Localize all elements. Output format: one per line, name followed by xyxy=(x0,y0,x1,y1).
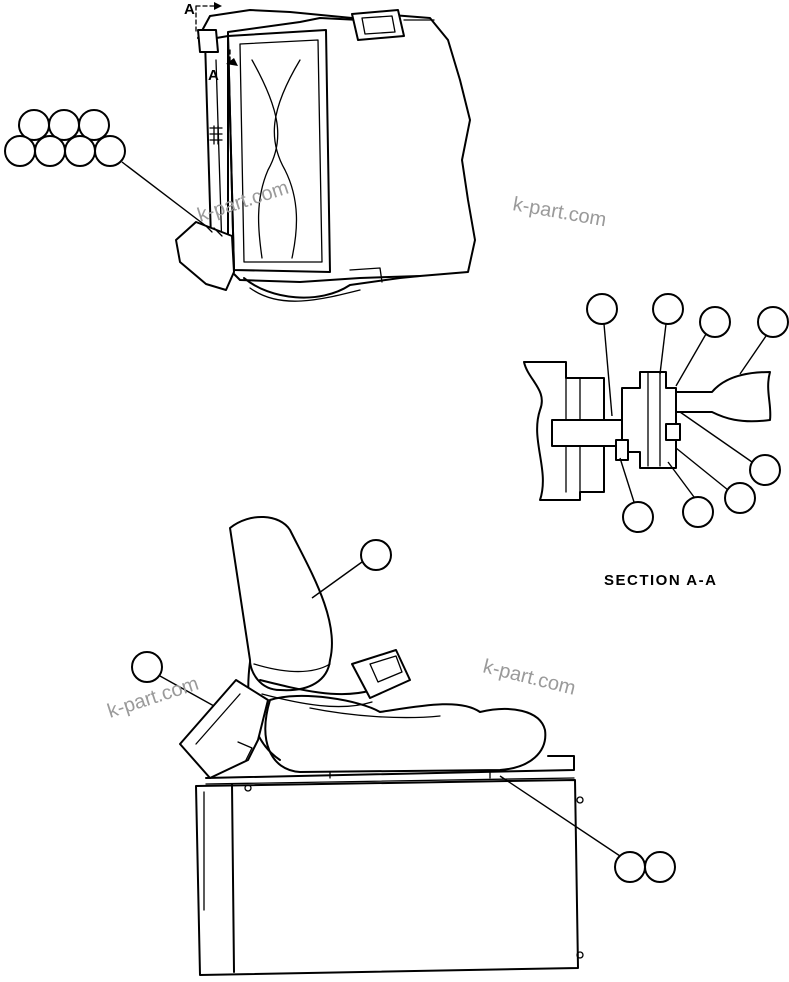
callout-circle xyxy=(94,135,126,167)
callout-circle xyxy=(724,482,756,514)
seat-backrest xyxy=(229,515,333,692)
seat-mount-plate xyxy=(205,755,575,779)
belt-retractor xyxy=(175,221,235,291)
seat-cushion xyxy=(264,694,547,773)
belt-strap-bottom xyxy=(243,275,421,299)
callout-circle xyxy=(652,293,684,325)
callout-circle xyxy=(682,496,714,528)
callout-circle xyxy=(749,454,781,486)
section-arrow-label-top: A xyxy=(184,1,195,18)
section-cut-arrows: A A xyxy=(184,1,238,84)
seat-top-view: A A xyxy=(175,1,476,302)
callout-circle xyxy=(586,293,618,325)
callout-circle xyxy=(4,135,36,167)
section-label: SECTION A-A xyxy=(604,572,717,589)
upper-mark xyxy=(209,125,223,145)
callout-circle xyxy=(34,135,66,167)
callout-cluster-top xyxy=(4,109,207,227)
callout-circle xyxy=(360,539,392,571)
belt-retractor-side xyxy=(179,679,269,779)
belt-buckle-top xyxy=(351,9,405,41)
callout-circle xyxy=(699,306,731,338)
section-frame-left xyxy=(523,361,605,501)
console-box xyxy=(195,779,579,976)
belt-buckle-side xyxy=(351,649,411,699)
callout-circle xyxy=(64,135,96,167)
callout-circle xyxy=(78,109,110,141)
section-bolt-head xyxy=(621,371,677,469)
watermark-2: k-part.com xyxy=(511,193,608,231)
callout-circle xyxy=(622,501,654,533)
seat-top-cushion xyxy=(227,13,476,283)
section-handle xyxy=(675,371,772,423)
seat-side-view xyxy=(131,515,676,976)
callout-circle xyxy=(757,306,789,338)
watermark-4: k-part.com xyxy=(481,656,578,700)
seat-belt xyxy=(259,679,373,696)
section-arrow-label-bottom: A xyxy=(208,67,219,84)
callout-circle xyxy=(644,851,676,883)
section-a-a-view: SECTION A-A xyxy=(523,293,789,589)
callout-circle xyxy=(131,651,163,683)
